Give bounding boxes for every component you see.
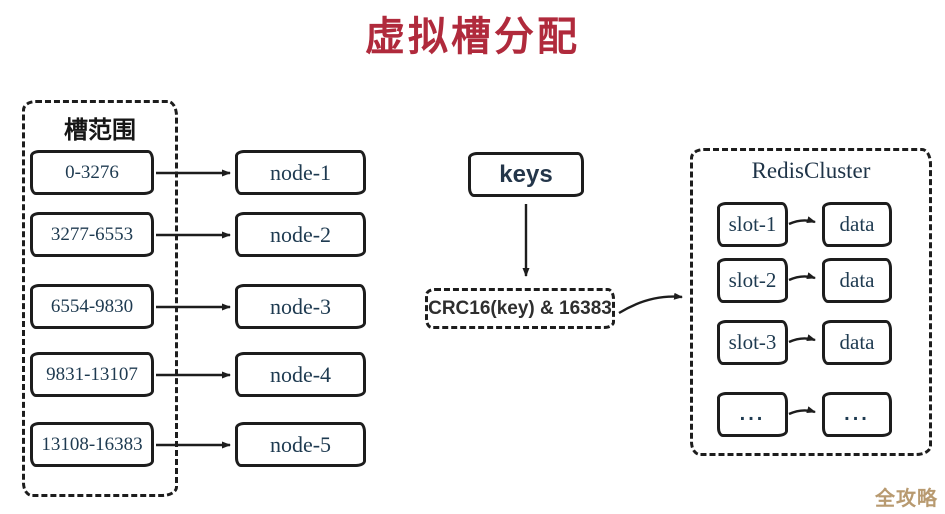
- node-box-2: node-2: [235, 212, 366, 257]
- arrow-crc-cluster: [618, 292, 683, 315]
- keys-box: keys: [468, 152, 584, 197]
- slot-box-ellipsis: ...: [717, 392, 788, 437]
- node-box-4: node-4: [235, 352, 366, 397]
- slot-range-box-1: 0-3276: [30, 150, 154, 195]
- node-box-1: node-1: [235, 150, 366, 195]
- slot-range-panel: 槽范围: [22, 100, 178, 497]
- slot-range-panel-label: 槽范围: [64, 117, 136, 144]
- node-box-5: node-5: [235, 422, 366, 467]
- slot-box-1: slot-1: [717, 202, 788, 247]
- slot-box-3: slot-3: [717, 320, 788, 365]
- slot-range-box-2: 3277-6553: [30, 212, 154, 257]
- slot-range-box-5: 13108-16383: [30, 422, 154, 467]
- slot-range-box-3: 6554-9830: [30, 284, 154, 329]
- redis-cluster-panel: RedisCluster: [690, 148, 932, 456]
- watermark: 全攻略: [875, 488, 938, 510]
- crc16-hash-box: CRC16(key) & 16383: [425, 288, 615, 329]
- node-box-3: node-3: [235, 284, 366, 329]
- data-box-3: data: [822, 320, 892, 365]
- slot-range-box-4: 9831-13107: [30, 352, 154, 397]
- page-title: 虚拟槽分配: [365, 15, 580, 59]
- data-box-ellipsis: ...: [822, 392, 892, 437]
- redis-cluster-label: RedisCluster: [751, 158, 871, 183]
- data-box-1: data: [822, 202, 892, 247]
- data-box-2: data: [822, 258, 892, 303]
- slot-box-2: slot-2: [717, 258, 788, 303]
